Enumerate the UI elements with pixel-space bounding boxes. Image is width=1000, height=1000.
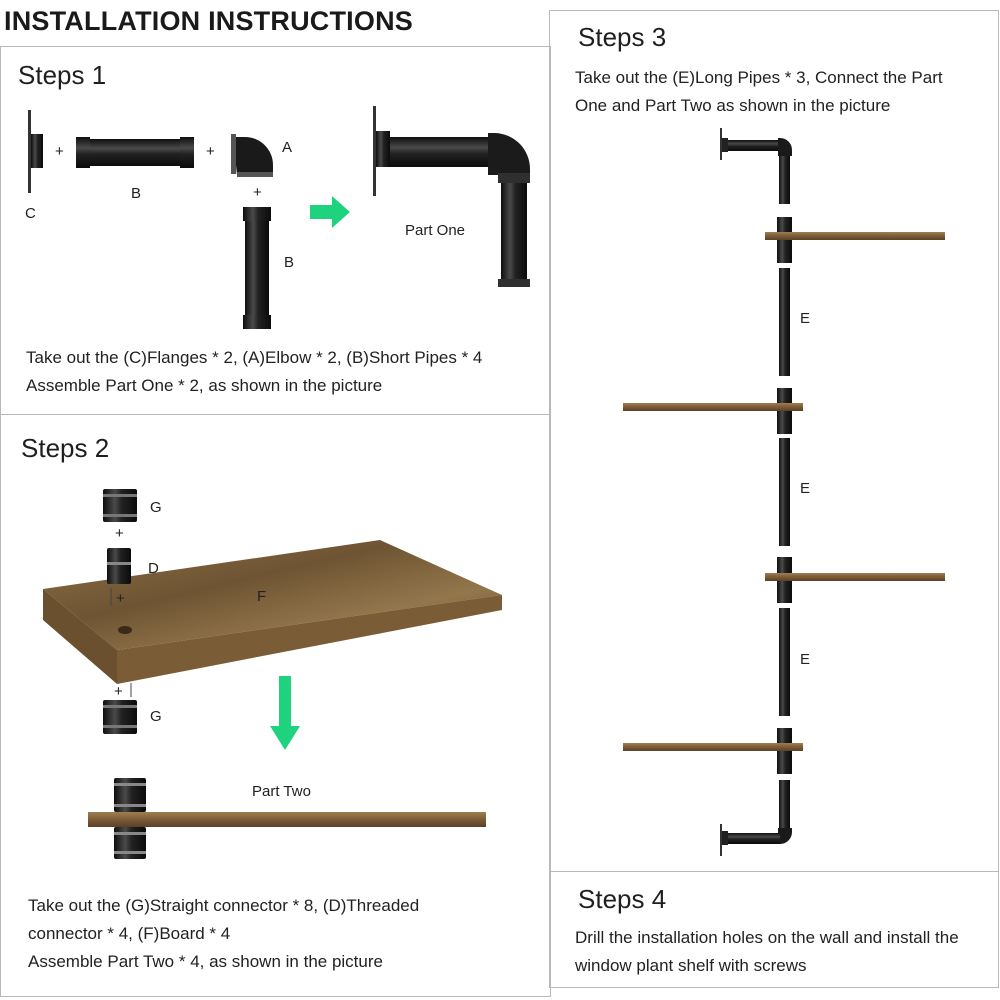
step2-heading: Steps 2: [21, 433, 110, 463]
part-one-label: Part One: [405, 222, 466, 239]
page-title: INSTALLATION INSTRUCTIONS: [4, 6, 413, 36]
step1-heading: Steps 1: [18, 60, 107, 90]
shelf-1: [765, 217, 945, 263]
step2-instructions-line2: connector * 4, (F)Board * 4: [28, 924, 231, 943]
long-pipe-e: [779, 608, 790, 716]
step4-instructions-line1: Drill the installation holes on the wall…: [575, 928, 959, 947]
green-arrow-right-icon: [310, 196, 350, 228]
green-arrow-down-icon: [270, 676, 300, 750]
step3-instructions-line2: One and Part Two as shown in the picture: [575, 96, 891, 115]
long-pipe-e: [779, 268, 790, 376]
elbow-a-part: [231, 134, 273, 177]
straight-connector-g-bottom: [103, 700, 137, 734]
step4-instructions-line2: window plant shelf with screws: [575, 956, 807, 975]
flange-c-part: [28, 110, 43, 193]
long-pipe-e: [779, 438, 790, 546]
step3-heading: Steps 3: [578, 22, 667, 52]
label-e: E: [800, 651, 811, 668]
label-g: G: [150, 708, 162, 725]
shelf-3: [765, 557, 945, 603]
label-c: C: [25, 205, 36, 222]
shelf-4: [623, 728, 803, 774]
plus-sign: +: [206, 143, 215, 160]
label-b: B: [284, 254, 295, 271]
board-f: [43, 540, 502, 684]
part-one-top: [720, 128, 792, 204]
label-e: E: [800, 310, 811, 327]
label-e: E: [800, 480, 811, 497]
plus-sign: +: [114, 683, 123, 700]
step4-panel: [549, 871, 999, 988]
step1-instructions-line1: Take out the (C)Flanges * 2, (A)Elbow * …: [26, 348, 483, 367]
label-f: F: [257, 588, 267, 605]
plus-sign: +: [253, 184, 262, 201]
step2-panel: [0, 414, 551, 997]
label-g: G: [150, 499, 162, 516]
part-one-bottom: [720, 780, 792, 856]
plus-sign: +: [116, 590, 125, 607]
plus-sign: +: [115, 525, 124, 542]
step2-instructions-line1: Take out the (G)Straight connector * 8, …: [28, 896, 420, 915]
step2-instructions-line3: Assemble Part Two * 4, as shown in the p…: [28, 952, 383, 971]
step3-instructions-line1: Take out the (E)Long Pipes * 3, Connect …: [575, 68, 943, 87]
part-two-assembly: [88, 778, 486, 859]
straight-connector-g-top: [103, 489, 137, 522]
label-d: D: [148, 560, 159, 577]
step4-heading: Steps 4: [578, 884, 667, 914]
step1-instructions-line2: Assemble Part One * 2, as shown in the p…: [26, 376, 383, 395]
shelf-2: [623, 388, 803, 434]
threaded-connector-d: [107, 548, 131, 606]
short-pipe-b-horizontal: [76, 137, 194, 168]
label-a: A: [282, 139, 293, 156]
label-b: B: [131, 185, 142, 202]
part-two-label: Part Two: [252, 783, 311, 800]
plus-sign: +: [55, 143, 64, 160]
short-pipe-b-vertical: [243, 207, 271, 329]
part-one-assembly: [373, 106, 530, 287]
